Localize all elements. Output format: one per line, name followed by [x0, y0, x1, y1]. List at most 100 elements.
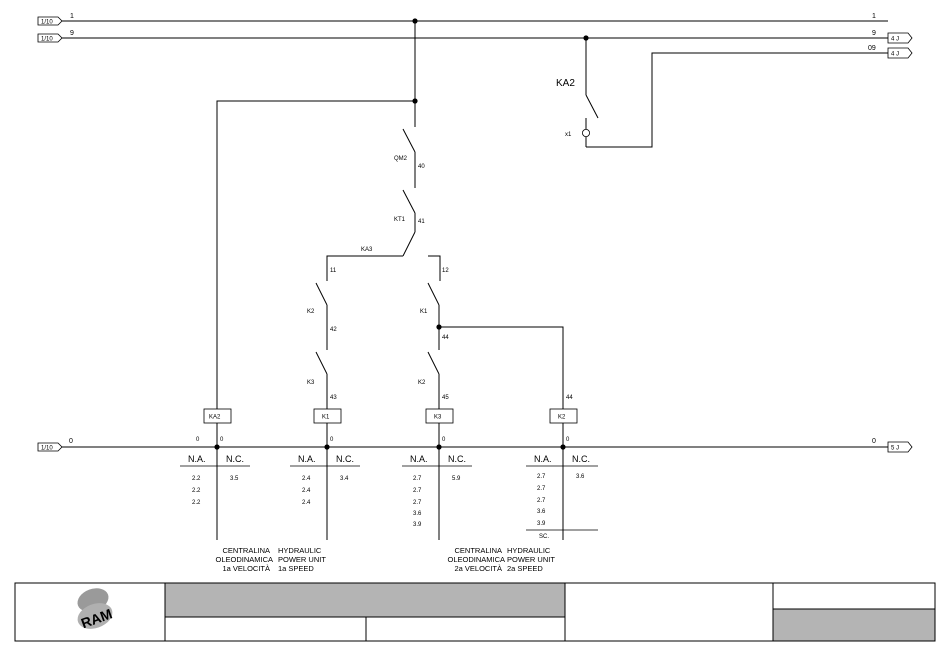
sheet-ref-in-1-text: 1/10 [41, 20, 53, 26]
sheet-ref-in-9[interactable] [37, 33, 63, 43]
qm2-label: QM2 [394, 156, 408, 162]
ka2-aux-pin: x1 [565, 132, 572, 138]
desc2-it-2: 2a VELOCITÀ [454, 564, 502, 573]
title-field-gray [164, 582, 566, 618]
na-header: N.A. [298, 454, 316, 464]
sheet-ref-out-09[interactable] [887, 47, 913, 59]
terminal-x1 [582, 128, 591, 137]
ram-logo: RAM [77, 588, 114, 631]
desc1-it-0: CENTRALINA [222, 546, 270, 555]
k1-na-2: 2.4 [302, 500, 311, 506]
ka2-na-1: 2.2 [192, 488, 201, 494]
k2-na-2: 2.7 [537, 498, 546, 504]
rail-09: 09 4 J [586, 45, 913, 148]
k3-na-2: 2.7 [413, 500, 422, 506]
wire-9-right-label: 9 [872, 30, 876, 37]
sheet-ref-out-0-text: 5 J [891, 446, 899, 452]
na-header: N.A. [188, 454, 206, 464]
wire-44-b-label: 44 [566, 395, 573, 401]
coil-k2[interactable]: K2 [549, 408, 578, 540]
k2-nc-contact [315, 282, 328, 306]
sheet-ref-in-1[interactable] [37, 16, 63, 26]
desc2-en-1: POWER UNIT [507, 555, 555, 564]
table-ka2: N.A. N.C. 2.2 2.2 2.2 3.5 [180, 454, 250, 506]
sheet-ref-out-09-text: 4 J [891, 52, 899, 58]
nc-header: N.C. [336, 454, 354, 464]
nc-header: N.C. [226, 454, 244, 464]
nc-header: N.C. [572, 454, 590, 464]
k3-a-label: K3 [307, 380, 315, 386]
k2-na-0: 2.7 [537, 474, 546, 480]
coil-k3-wire: 0 [442, 437, 446, 443]
wire-42-label: 42 [330, 327, 337, 333]
desc1-en-2: 1a SPEED [278, 564, 314, 573]
desc2-en-0: HYDRAULIC [507, 546, 551, 555]
node-0-label: 0 [196, 437, 200, 443]
description-speed-1: CENTRALINA OLEODINAMICA 1a VELOCITÀ HYDR… [215, 546, 326, 573]
ka2-aux-contact: KA2 x1 [556, 35, 599, 147]
k2-a-label: K2 [307, 309, 315, 315]
k3-nc-0: 5.9 [452, 476, 461, 482]
rail-0: 1/10 0 0 5 J 0 0 0 0 0 [37, 437, 913, 453]
desc1-en-0: HYDRAULIC [278, 546, 322, 555]
coil-k1-wire: 0 [330, 437, 334, 443]
desc1-it-1: OLEODINAMICA [215, 555, 273, 564]
wire-12-label: 12 [442, 268, 449, 274]
coil-ka2-label: KA2 [209, 415, 221, 421]
ka2-nc-0: 3.5 [230, 476, 239, 482]
na-header: N.A. [534, 454, 552, 464]
sheet-ref-in-0[interactable] [37, 442, 63, 452]
revision-field-gray [772, 608, 936, 642]
wire-11-label: 11 [330, 268, 337, 274]
wire-43-label: 43 [330, 395, 337, 401]
table-k1: N.A. N.C. 2.4 2.4 2.4 3.4 [290, 454, 360, 506]
k1-nc-contact [427, 282, 440, 306]
k3-nc-contact [315, 351, 328, 375]
desc2-it-0: CENTRALINA [454, 546, 502, 555]
coil-ka2[interactable]: KA2 [203, 408, 232, 540]
wire-0-left-label: 0 [69, 438, 73, 445]
title-block [14, 582, 936, 642]
k2-na-3: 3.6 [537, 509, 546, 515]
k2-na-1: 2.7 [537, 486, 546, 492]
na-header: N.A. [410, 454, 428, 464]
ka2-na-0: 2.2 [192, 476, 201, 482]
coil-k3-label: K3 [434, 415, 442, 421]
wire-9-left-label: 9 [70, 30, 74, 37]
coil-k1[interactable]: K1 [313, 408, 342, 540]
nc-header: N.C. [448, 454, 466, 464]
kt1-contact [402, 189, 416, 214]
wire-40-label: 40 [418, 164, 425, 170]
sheet-ref-out-9-text: 4 J [891, 37, 899, 43]
ka2-aux-label: KA2 [556, 78, 575, 89]
branch-k1: K2 42 K3 43 [307, 272, 337, 409]
sheet-ref-out-0[interactable] [887, 441, 913, 453]
k1-nc-0: 3.4 [340, 476, 349, 482]
sheet-ref-out-9[interactable] [887, 32, 913, 44]
k3-na-0: 2.7 [413, 476, 422, 482]
desc2-it-1: OLEODINAMICA [447, 555, 505, 564]
k2-b-label: K2 [418, 380, 426, 386]
coil-k1-label: K1 [322, 415, 330, 421]
wire-44-a-label: 44 [442, 335, 449, 341]
rail-1: 1/10 1 1 [37, 13, 888, 26]
k1-na-1: 2.4 [302, 488, 311, 494]
k3-na-4: 3.9 [413, 522, 422, 528]
k3-na-1: 2.7 [413, 488, 422, 494]
wire-1-left-label: 1 [70, 13, 74, 20]
k2-sc-label: SC. [539, 534, 549, 540]
k2-na-4: 3.9 [537, 521, 546, 527]
rail-9: 1/10 9 9 4 J [37, 30, 913, 44]
coil-k2-wire: 0 [566, 437, 570, 443]
junction-dot [583, 35, 589, 41]
ka3-label: KA3 [361, 247, 373, 253]
main-trunk: QM2 40 KT1 41 KA3 11 12 [216, 18, 449, 409]
wire-1-right-label: 1 [872, 13, 876, 20]
coil-k3[interactable]: K3 [425, 408, 454, 540]
ka2-na-2: 2.2 [192, 500, 201, 506]
k2-nc-contact-b [427, 351, 440, 375]
wire-45-label: 45 [442, 395, 449, 401]
k1-a-label: K1 [420, 309, 428, 315]
k1-na-0: 2.4 [302, 476, 311, 482]
